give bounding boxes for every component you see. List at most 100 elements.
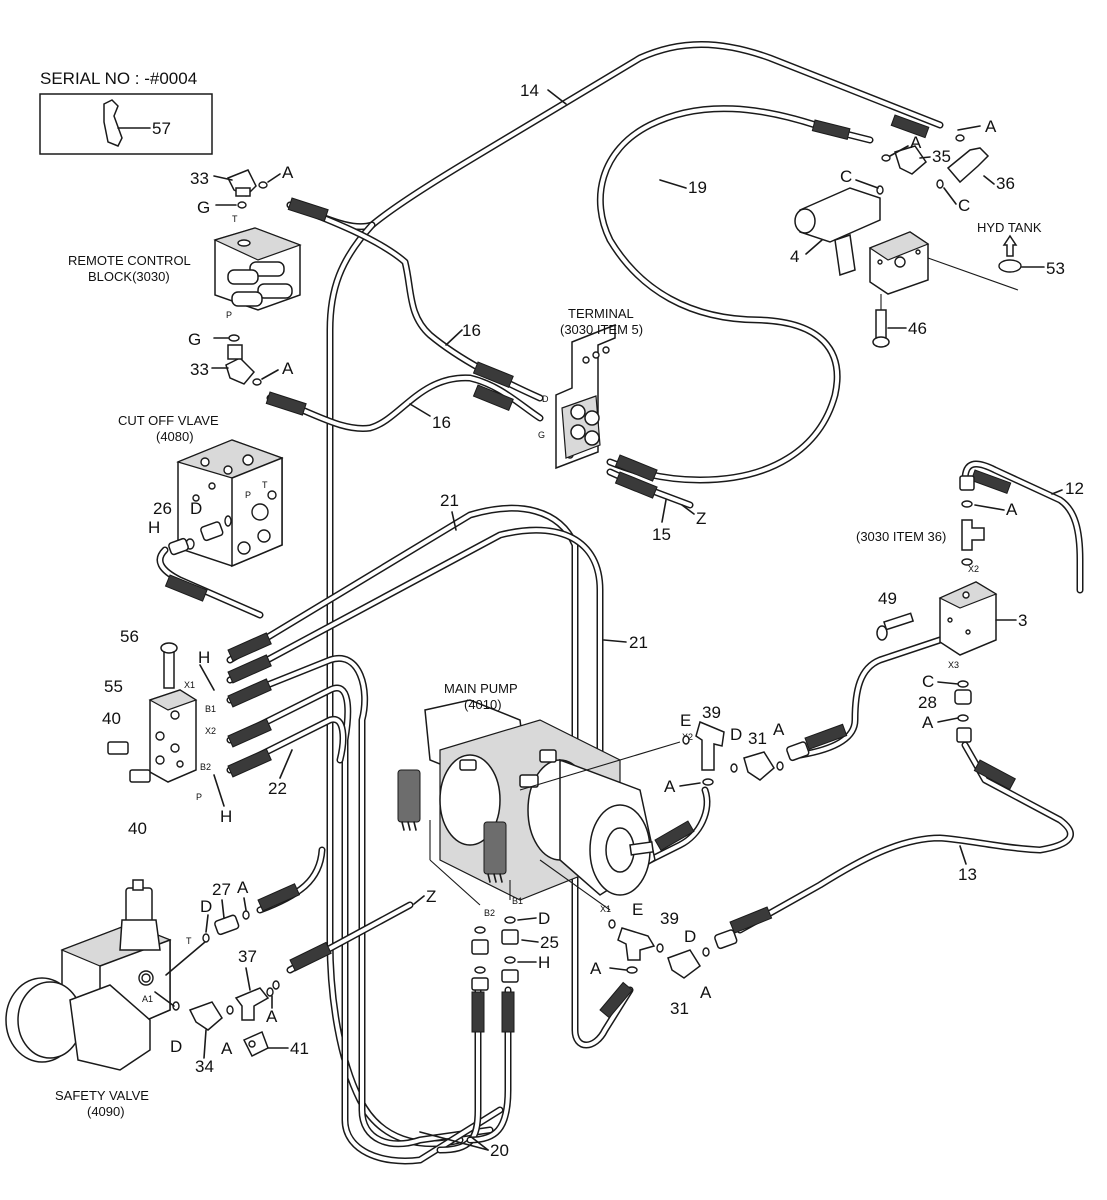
caption-cut-off-1: CUT OFF VLAVE [118, 413, 219, 428]
elbow-31-lower [667, 929, 738, 979]
port-x2-55: X2 [205, 726, 216, 736]
letter-a-safety-top: A [237, 878, 249, 897]
serial-inset-frame [39, 93, 213, 155]
letter-z-left: Z [426, 887, 436, 906]
fitting-36 [936, 134, 990, 189]
callout-36: 36 [996, 174, 1015, 193]
callout-21-upper: 21 [440, 491, 459, 510]
fitting-27 [202, 910, 250, 943]
callout-13: 13 [958, 865, 977, 884]
callout-19: 19 [688, 178, 707, 197]
letter-c-tank-right: C [958, 196, 970, 215]
hose-21 [226, 504, 634, 1049]
elbow-34 [172, 1001, 223, 1031]
letter-h-25: H [538, 953, 550, 972]
caption-safety-valve-2: (4090) [87, 1104, 125, 1119]
letter-a-tank-top: A [985, 117, 997, 136]
leader-35 [919, 156, 931, 159]
callout-3: 3 [1018, 611, 1027, 630]
hose-crimp-sleeves [164, 114, 1016, 1033]
elbow-33-lower [211, 334, 279, 386]
hose-20 [436, 986, 512, 1154]
caption-main-pump-1: MAIN PUMP [444, 681, 518, 696]
caption-3030-item-36: (3030 ITEM 36) [856, 529, 946, 544]
leader-13 [959, 845, 967, 865]
letter-z-right: Z [696, 509, 706, 528]
caption-main-pump-2: (4010) [464, 697, 502, 712]
leader-h-55-b [213, 774, 225, 807]
caption-cut-off-2: (4080) [156, 429, 194, 444]
pilot-line-x1 [539, 859, 611, 911]
leader-d-25 [517, 917, 537, 921]
port-g-terminal: G [538, 430, 545, 440]
callout-4: 4 [790, 247, 799, 266]
letter-e-lower: E [632, 900, 643, 919]
fitting-26 [168, 515, 232, 556]
letter-a-remote-lower: A [282, 359, 294, 378]
fittings-25 [471, 916, 519, 991]
safety-valve: T A1 [5, 879, 192, 1071]
leader-20-a [419, 1131, 489, 1151]
port-x1-55: X1 [184, 680, 195, 690]
callout-15: 15 [652, 525, 671, 544]
hose-16-lower [266, 374, 544, 432]
leader-a-remote-upper [267, 173, 281, 183]
callout-40-upper: 40 [102, 709, 121, 728]
leader-12 [1051, 489, 1063, 495]
letter-c-tank-left: C [840, 167, 852, 186]
leader-a-block3 [937, 717, 959, 723]
letter-g-lower: G [188, 330, 201, 349]
port-t-remote: T [232, 214, 238, 224]
callout-26: 26 [153, 499, 172, 518]
hose-12 [796, 460, 1084, 759]
callout-34: 34 [195, 1057, 214, 1076]
letter-a-pump-upper: A [773, 720, 785, 739]
bracket-icon [103, 99, 123, 147]
caption-safety-valve-1: SAFETY VALVE [55, 1088, 149, 1103]
callout-39-upper: 39 [702, 703, 721, 722]
leader-c-block3 [937, 681, 959, 685]
callout-37: 37 [238, 947, 257, 966]
callout-16-upper: 16 [462, 321, 481, 340]
port-p-cutoff: P [245, 490, 251, 500]
letter-a-item36: A [1006, 500, 1018, 519]
callout-14: 14 [520, 81, 539, 100]
callout-31-lower: 31 [670, 999, 689, 1018]
callout-55: 55 [104, 677, 123, 696]
callout-27: 27 [212, 880, 231, 899]
port-t-cutoff: T [262, 480, 268, 490]
caption-remote-control-1: REMOTE CONTROL [68, 253, 191, 268]
port-b1-55: B1 [205, 704, 216, 714]
elbow-33-upper [213, 169, 268, 209]
leader-15 [661, 499, 667, 523]
leader-a-tank-mid [889, 145, 909, 157]
leader-37 [245, 967, 251, 991]
letter-h-55-lower: H [220, 807, 232, 826]
leader-21-right [603, 639, 627, 643]
bolt-49 [876, 612, 915, 641]
leader-27 [221, 899, 225, 919]
leader-t-safety [165, 941, 206, 976]
callout-22: 22 [268, 779, 287, 798]
leader-z-right [681, 504, 695, 515]
callout-39-lower: 39 [660, 909, 679, 928]
letter-e-upper: E [680, 711, 691, 730]
tank-fitting-4 [794, 187, 1019, 348]
hose-22 [226, 654, 504, 1165]
leader-c-tank-left [855, 179, 879, 189]
leader-36 [983, 175, 995, 185]
callout-40-lower: 40 [128, 819, 147, 838]
serial-number-text: SERIAL NO : -#0004 [40, 69, 197, 88]
letter-h-55-upper: H [198, 648, 210, 667]
callout-12: 12 [1065, 479, 1084, 498]
letter-a-pump-lower: A [590, 959, 602, 978]
pilot-line-x2 [519, 741, 681, 791]
letter-a-remote-upper: A [282, 163, 294, 182]
callout-20: 20 [490, 1141, 509, 1160]
leader-19 [659, 179, 687, 189]
port-d-terminal: D [542, 394, 549, 404]
letter-a-safety-right: A [266, 1007, 278, 1026]
leader-a-item36 [974, 504, 1005, 511]
leader-14 [547, 89, 567, 105]
caption-terminal-2: (3030 ITEM 5) [560, 322, 643, 337]
